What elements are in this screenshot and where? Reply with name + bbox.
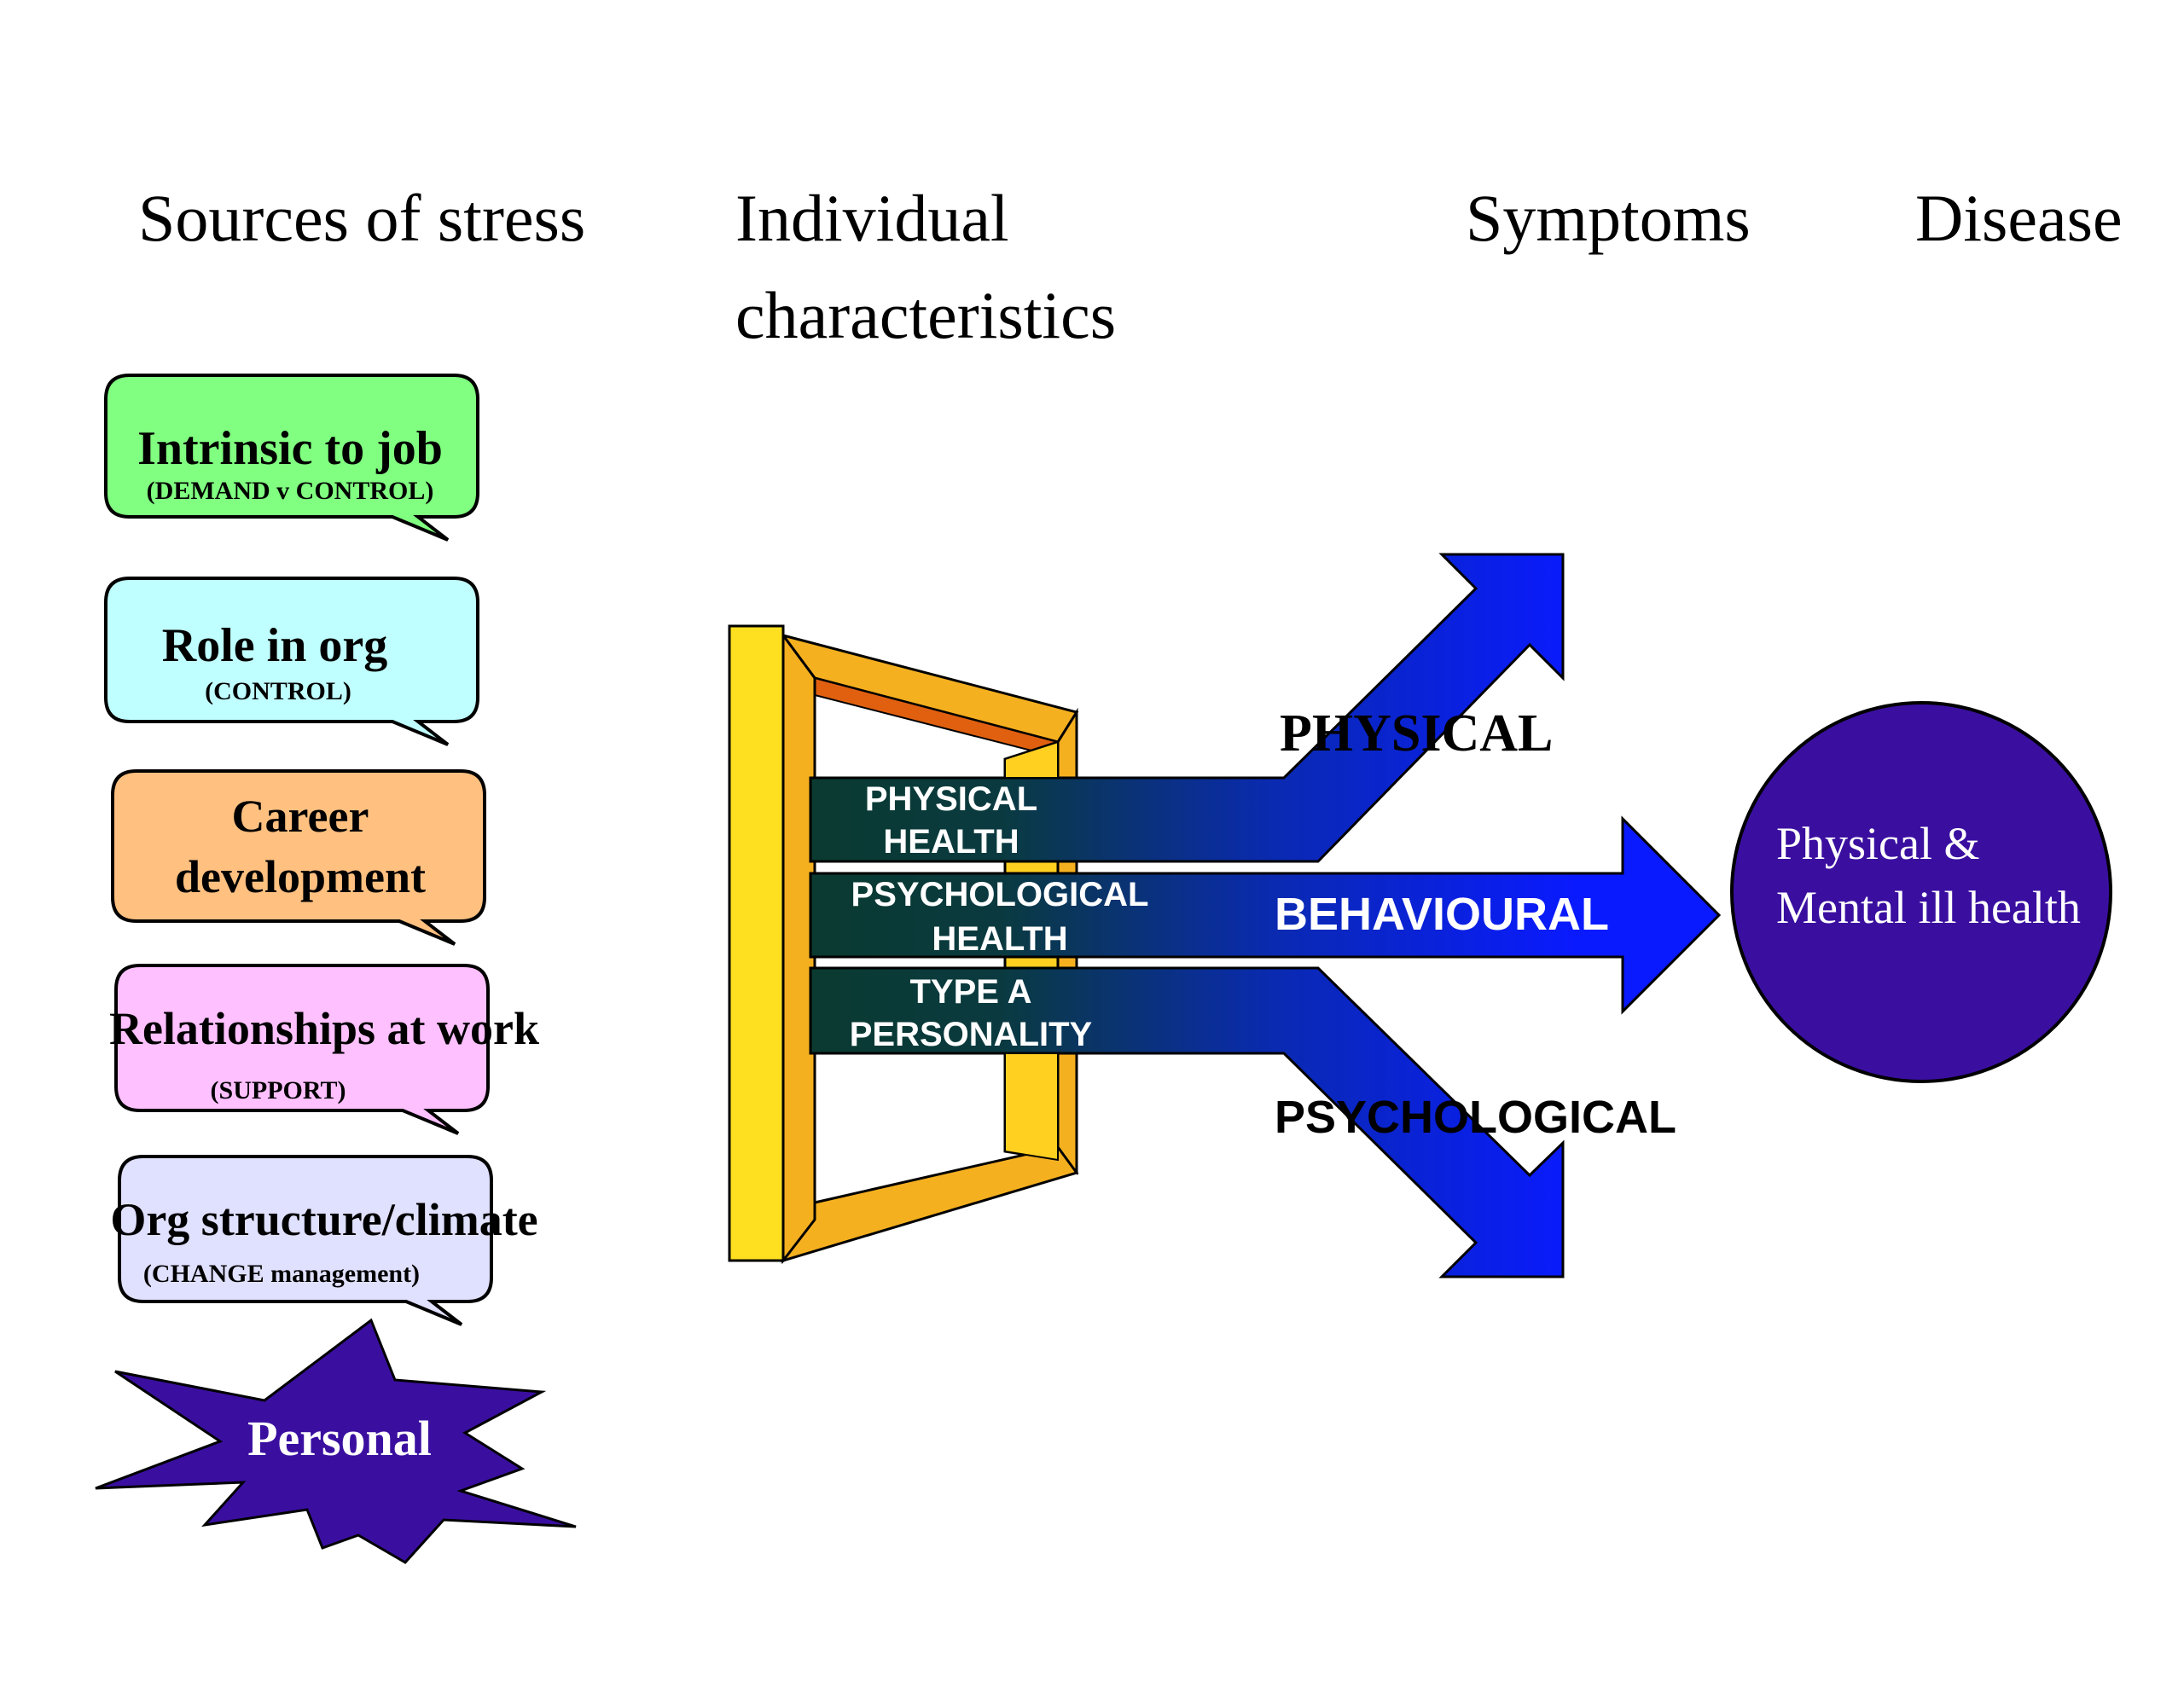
source-title-line2: development [175,851,426,902]
disease-circle: Physical & Mental ill health [1730,701,2112,1083]
header-symptoms: Symptoms [1466,181,1751,255]
source-subtitle: (DEMAND v CONTROL) [147,477,434,505]
header-individual: Individual [735,181,1009,255]
arrow-physical [809,553,1565,863]
symptom-behavioural-label: BEHAVIOURAL [1275,889,1609,940]
source-title: Role in org [162,619,387,672]
header-characteristics: characteristics [735,278,1116,352]
source-title: Intrinsic to job [137,422,443,475]
source-title-line1: Career [232,791,369,842]
source-bubble-org-structure-climate: Org structure/climate (CHANGE management… [110,1155,538,1326]
header-sources-of-stress: Sources of stress [138,181,585,255]
source-bubble-role-in-org: Role in org (CONTROL) [104,577,479,746]
source-bubble-relationships-at-work: Relationships at work (SUPPORT) [109,964,539,1135]
source-subtitle: (CHANGE management) [143,1260,420,1288]
factor-physical-health-line1: PHYSICAL [865,780,1037,818]
factor-type-a-line1: TYPE A [910,973,1032,1011]
source-title: Org structure/climate [110,1194,537,1245]
header-disease: Disease [1915,181,2123,255]
arrow-behavioural [809,815,1722,1015]
symptom-physical-label: PHYSICAL [1280,704,1553,762]
personal-starburst: Personal [95,1318,577,1564]
source-subtitle: (CONTROL) [205,677,351,705]
source-bubble-intrinsic-to-job: Intrinsic to job (DEMAND v CONTROL) [104,374,479,542]
personal-label: Personal [247,1411,432,1466]
source-subtitle: (SUPPORT) [211,1076,346,1104]
factor-physical-health-line2: HEALTH [883,823,1019,861]
frame-front-post [1004,740,1059,1162]
source-title: Relationships at work [109,1003,539,1054]
disease-label-line2: Mental ill health [1776,882,2081,933]
symptom-psychological-label: PSYCHOLOGICAL [1275,1092,1676,1143]
factor-psychological-health-line2: HEALTH [932,920,1067,958]
disease-label-line1: Physical & [1776,818,1980,869]
factor-psychological-health-line1: PSYCHOLOGICAL [851,876,1149,913]
factor-type-a-line2: PERSONALITY [850,1016,1093,1053]
source-bubble-career-development: Career development [111,769,486,946]
